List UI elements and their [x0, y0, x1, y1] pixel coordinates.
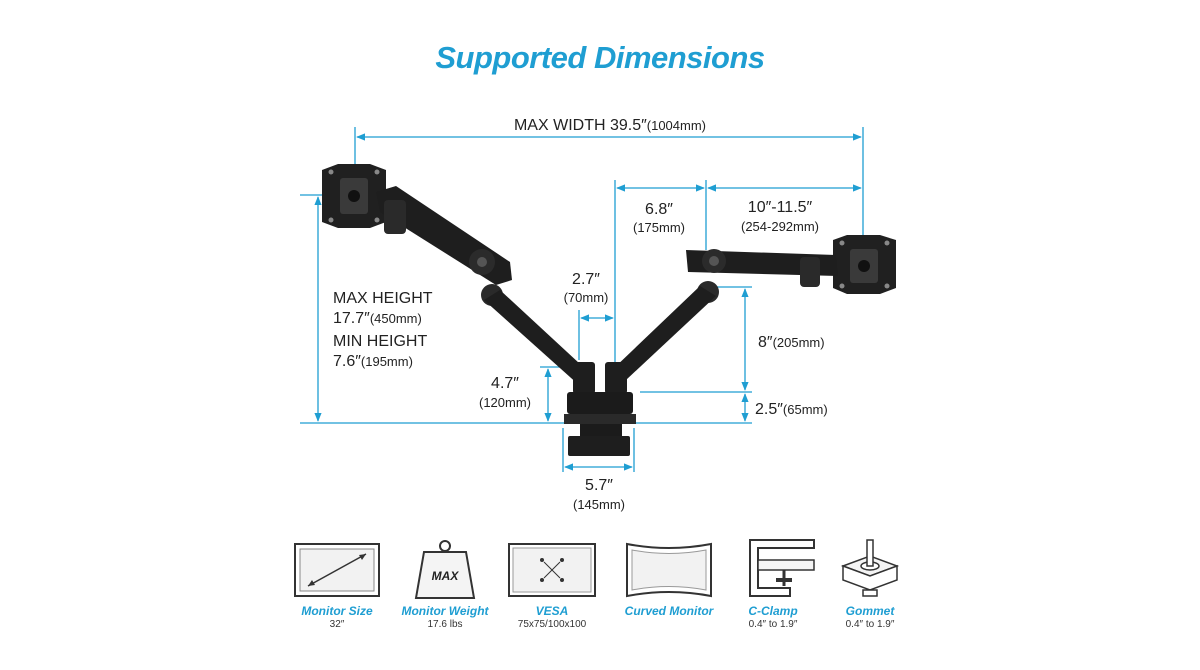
weight-icon-text: MAX	[432, 569, 460, 583]
left-arm	[376, 186, 593, 386]
lift-height-value: 8″(205mm)	[758, 334, 825, 351]
max-height-value: 17.7″(450mm)	[333, 310, 422, 327]
min-height-value: 7.6″(195mm)	[333, 353, 413, 370]
left-vesa-plate	[322, 164, 386, 228]
spec-monitor-size: Monitor Size 32″	[282, 538, 392, 630]
spec-value: 75x75/100x100	[517, 619, 587, 630]
weight-icon: MAX	[400, 538, 490, 600]
spec-label: Monitor Size	[301, 604, 373, 618]
page-title: Supported Dimensions	[435, 40, 765, 75]
max-height-heading: MAX HEIGHT	[333, 290, 433, 307]
base-width-value: 5.7″	[585, 477, 613, 494]
c-clamp-icon	[728, 538, 818, 600]
spec-value: 0.4″ to 1.9″	[748, 619, 798, 630]
right-vesa-plate	[833, 235, 896, 294]
max-width-label: MAX WIDTH 39.5″(1004mm)	[514, 117, 706, 134]
spec-label: Curved Monitor	[624, 604, 714, 618]
arm-reach-value: 10″-11.5″	[748, 199, 813, 216]
curved-monitor-icon	[624, 538, 714, 600]
spec-grommet: Gommet 0.4″ to 1.9″	[815, 538, 925, 630]
spec-label: Monitor Weight	[401, 604, 489, 618]
spec-curved-monitor: Curved Monitor	[614, 538, 724, 619]
base-height-value: 4.7″	[491, 375, 519, 392]
spec-label: C-Clamp	[748, 604, 798, 618]
arm-segment-value: 6.8″	[645, 201, 673, 218]
spec-c-clamp: C-Clamp 0.4″ to 1.9″	[718, 538, 828, 630]
monitor-arm-diagram: MAX WIDTH 39.5″(1004mm) 6.8″ (175mm) 10″…	[300, 117, 896, 512]
center-pole-and-base	[564, 362, 636, 456]
pole-offset-metric: (70mm)	[564, 290, 609, 305]
monitor-size-icon	[292, 538, 382, 600]
arm-segment-metric: (175mm)	[633, 220, 685, 235]
clamp-height-value: 2.5″(65mm)	[755, 401, 828, 418]
right-arm	[612, 249, 838, 380]
base-height-metric: (120mm)	[479, 395, 531, 410]
vesa-icon	[507, 538, 597, 600]
pole-offset-value: 2.7″	[572, 271, 600, 288]
min-height-heading: MIN HEIGHT	[333, 333, 427, 350]
arm-reach-metric: (254-292mm)	[741, 219, 819, 234]
spec-label: VESA	[535, 604, 569, 618]
spec-value: 17.6 lbs	[427, 619, 463, 630]
spec-monitor-weight: MAX Monitor Weight 17.6 lbs	[390, 538, 500, 630]
base-width-metric: (145mm)	[573, 497, 625, 512]
grommet-icon	[825, 538, 915, 600]
spec-label: Gommet	[845, 604, 895, 618]
spec-value: 32″	[329, 619, 345, 630]
spec-value: 0.4″ to 1.9″	[845, 619, 895, 630]
spec-vesa: VESA 75x75/100x100	[497, 538, 607, 630]
